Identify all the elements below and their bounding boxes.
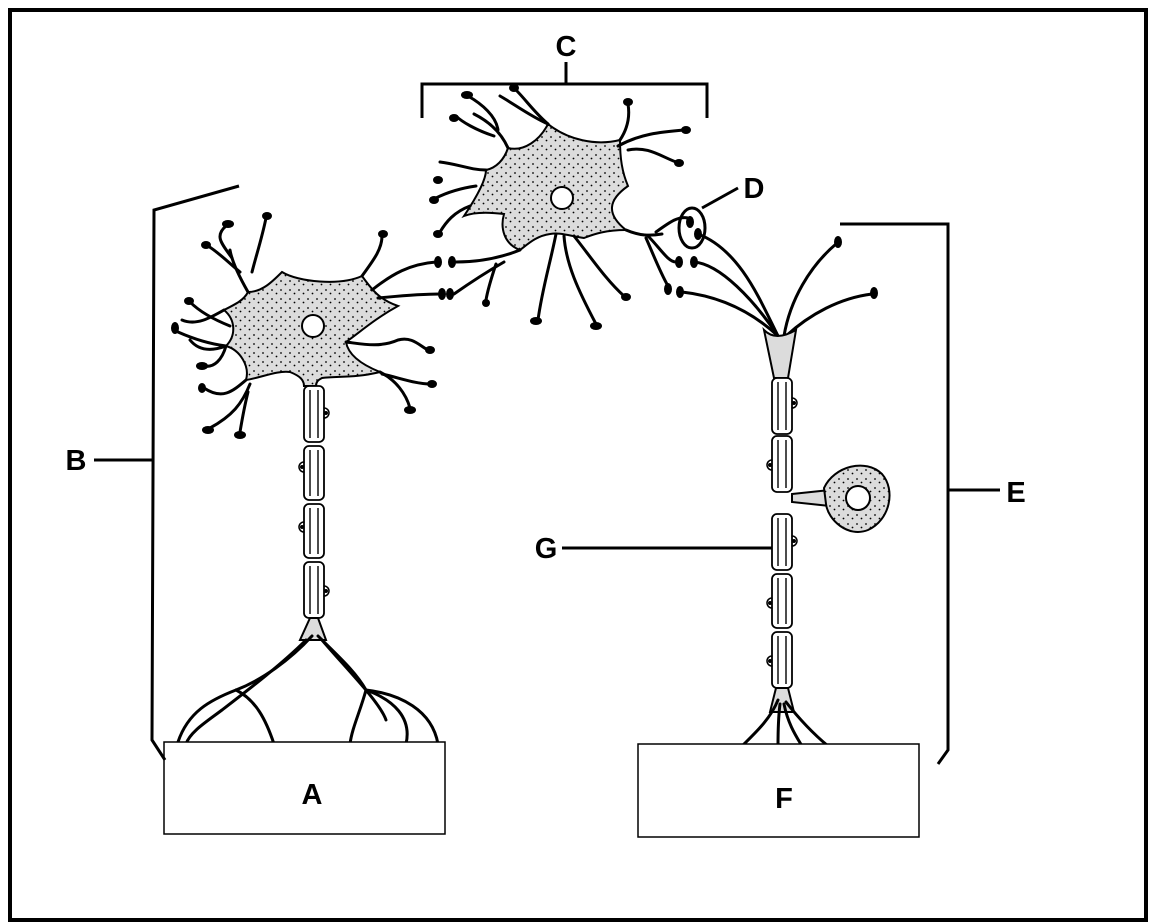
myelin-sheath bbox=[303, 445, 325, 501]
left-neuron-axon-terminals bbox=[166, 617, 444, 750]
label-b: B bbox=[66, 445, 87, 477]
synapse-marker-d bbox=[677, 186, 739, 250]
right-neuron-axon bbox=[766, 377, 798, 689]
label-g: G bbox=[535, 533, 558, 565]
label-f: F bbox=[775, 783, 793, 815]
label-a: A bbox=[302, 779, 323, 811]
bracket-e bbox=[840, 222, 1000, 765]
myelin-sheath bbox=[771, 377, 793, 435]
box-f bbox=[637, 743, 920, 838]
left-neuron-nucleus bbox=[301, 314, 325, 338]
bracket-c bbox=[420, 62, 709, 118]
left-neuron-dendrite-tips bbox=[171, 212, 446, 439]
label-e: E bbox=[1006, 477, 1025, 509]
myelin-sheath bbox=[771, 573, 793, 629]
diagram-frame bbox=[8, 8, 1148, 922]
label-c: C bbox=[556, 31, 577, 63]
label-d: D bbox=[744, 173, 765, 205]
middle-neuron-soma bbox=[461, 122, 630, 252]
box-a bbox=[163, 741, 446, 835]
middle-neuron-dendrite-tips bbox=[429, 84, 702, 330]
myelin-sheath bbox=[303, 561, 325, 619]
left-neuron-dendrites bbox=[176, 216, 442, 434]
myelin-sheath bbox=[303, 385, 325, 443]
left-neuron-axon bbox=[298, 385, 330, 619]
middle-neuron bbox=[429, 84, 702, 330]
myelin-sheath bbox=[771, 435, 793, 493]
myelin-sheath bbox=[771, 513, 793, 571]
right-neuron-cell-body bbox=[791, 464, 891, 533]
right-neuron bbox=[680, 232, 891, 754]
myelin-sheath bbox=[771, 631, 793, 689]
middle-neuron-dendrites bbox=[434, 88, 690, 326]
right-neuron-dendrites bbox=[680, 232, 874, 338]
right-neuron-axon-hillock bbox=[762, 326, 798, 379]
middle-neuron-nucleus bbox=[550, 186, 574, 210]
left-neuron bbox=[166, 212, 446, 750]
right-neuron-nucleus bbox=[845, 485, 871, 511]
bracket-b bbox=[94, 184, 240, 761]
myelin-sheath bbox=[303, 503, 325, 559]
